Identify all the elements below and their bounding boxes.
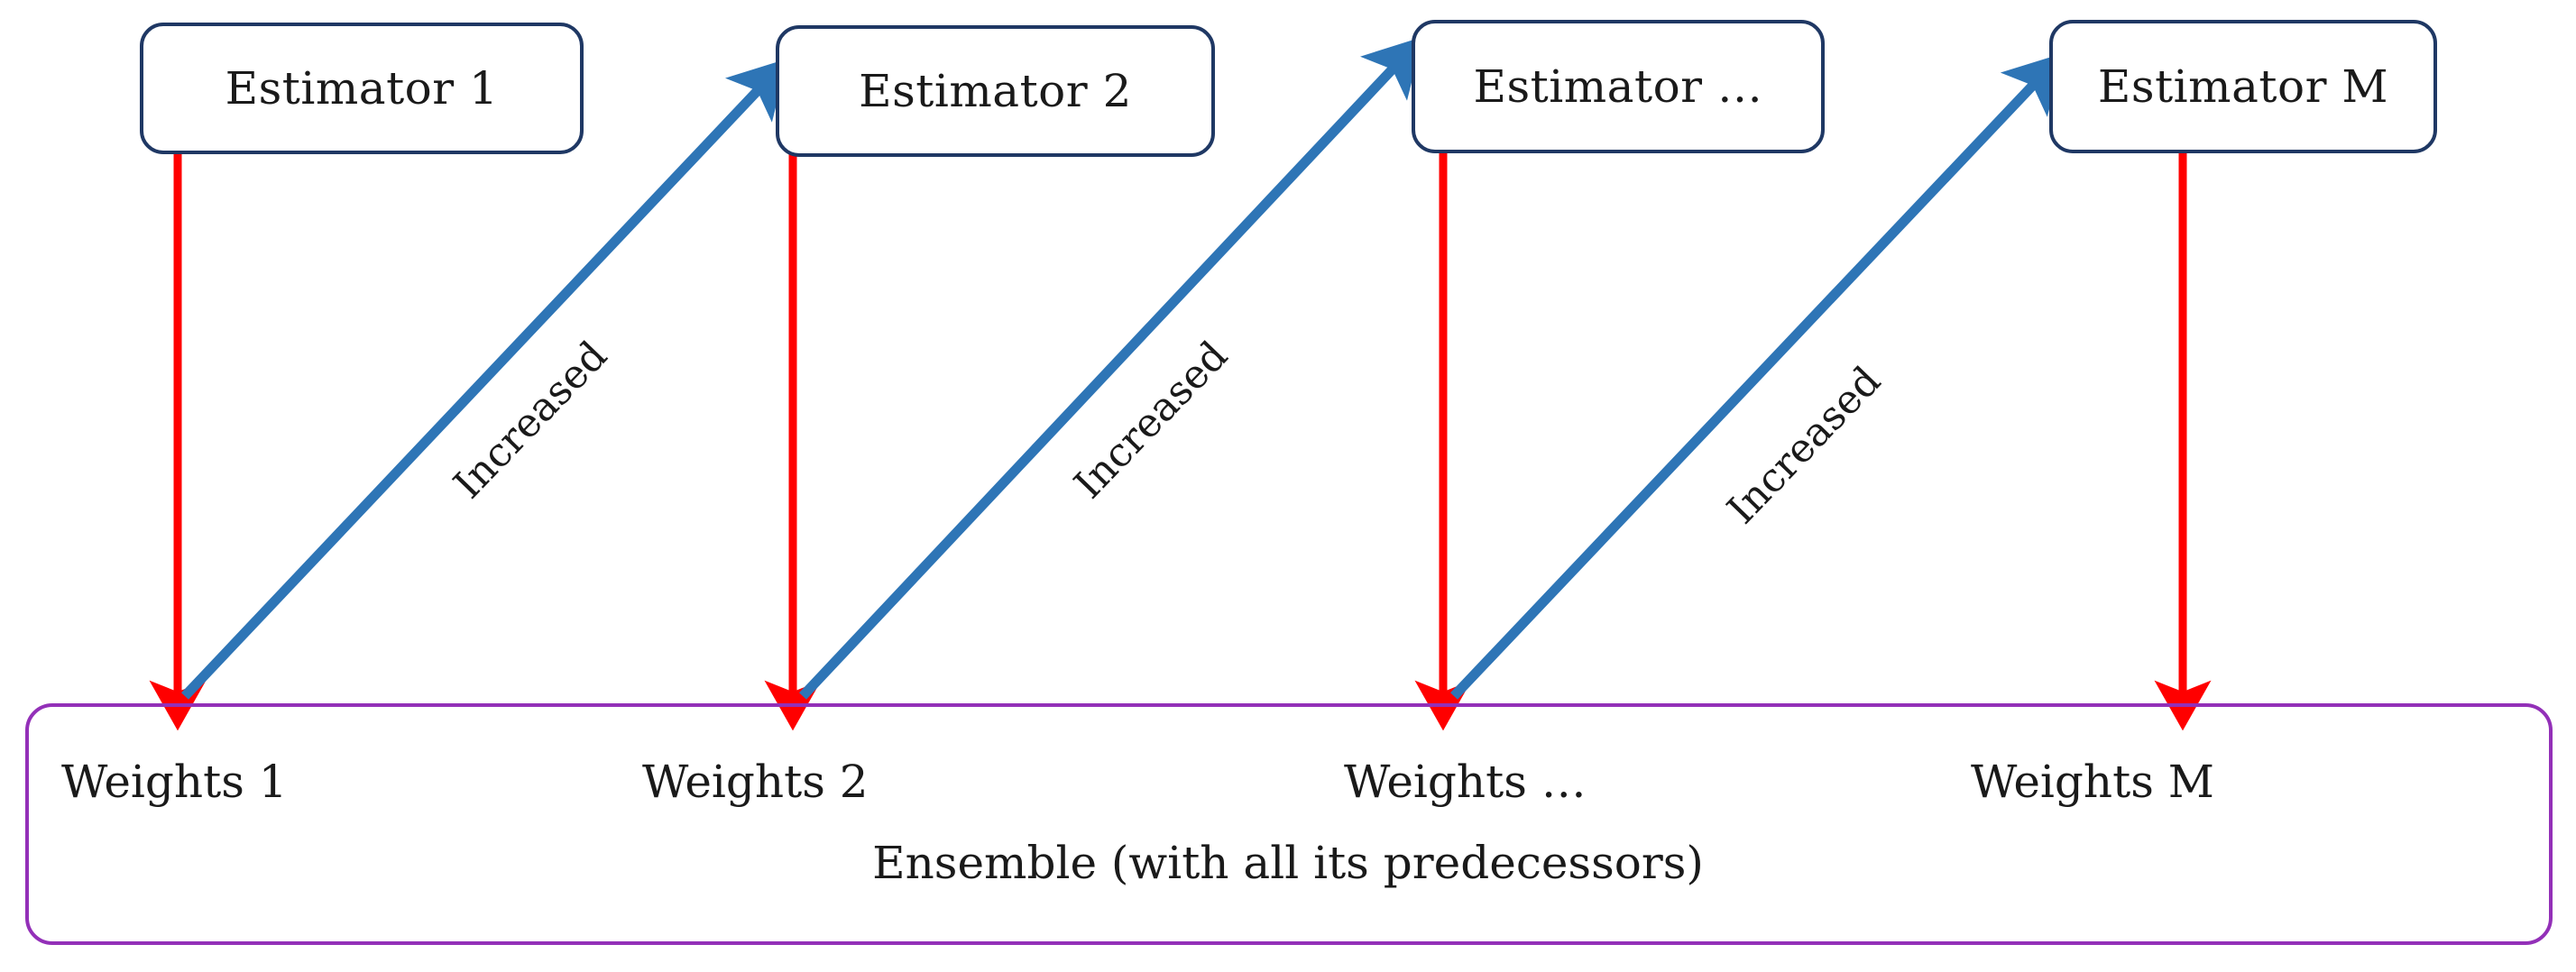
ensemble-box[interactable]	[25, 703, 2553, 945]
estimator-box-3-label: Estimator …	[1473, 60, 1763, 113]
ensemble-caption: Ensemble (with all its predecessors)	[872, 837, 1704, 889]
up-arrow-group	[181, 36, 2064, 700]
down-arrow-group	[149, 151, 2212, 731]
weights-label-2: Weights 2	[642, 756, 869, 808]
estimator-box-4-label: Estimator M	[2097, 60, 2389, 113]
weights-label-3: Weights …	[1344, 756, 1587, 808]
estimator-box-2-label: Estimator 2	[859, 65, 1132, 117]
blue-diagonal-up-arrow-icon-1	[181, 58, 788, 700]
estimator-box-3[interactable]: Estimator …	[1412, 20, 1825, 153]
blue-diagonal-up-arrow-icon-2	[798, 36, 1423, 700]
estimator-box-1-label: Estimator 1	[225, 62, 499, 115]
estimator-box-2[interactable]: Estimator 2	[776, 25, 1215, 157]
weights-label-4: Weights M	[1971, 756, 2214, 808]
weights-label-1: Weights 1	[61, 756, 288, 808]
estimator-box-1[interactable]: Estimator 1	[140, 23, 584, 154]
blue-diagonal-up-arrow-icon-3	[1450, 52, 2064, 700]
estimator-box-4[interactable]: Estimator M	[2049, 20, 2437, 153]
